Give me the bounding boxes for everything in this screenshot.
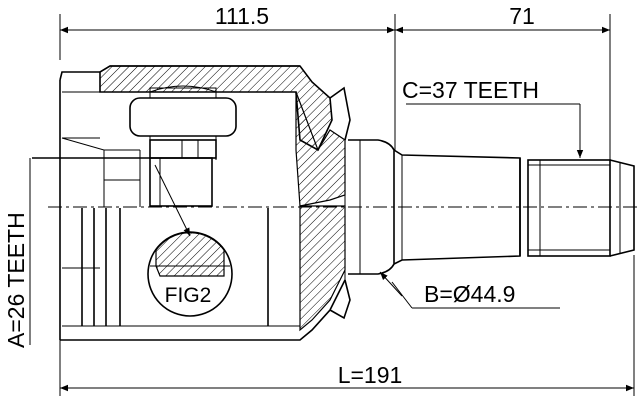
top-dimensions: 111.5 71 [59,3,611,160]
overall-dimension: L=191 [59,255,635,396]
output-shaft [348,139,635,275]
dimension-overall-length: L=191 [338,362,403,388]
diameter-b-label: B=Ø44.9 [424,281,515,307]
dimension-111-5: 111.5 [215,3,269,29]
diameter-b-callout: B=Ø44.9 [379,271,560,309]
spline-a-label: A=26 TEETH [3,212,29,348]
fig2-detail: FIG2 [147,231,233,317]
spline-c-callout: C=37 TEETH [402,77,584,158]
boot-flange [329,86,351,320]
spline-a-callout: A=26 TEETH [3,158,31,348]
tripod-assembly [32,85,237,237]
dimension-71: 71 [509,3,535,29]
fig2-label: FIG2 [165,284,212,307]
spline-c-label: C=37 TEETH [402,77,539,103]
